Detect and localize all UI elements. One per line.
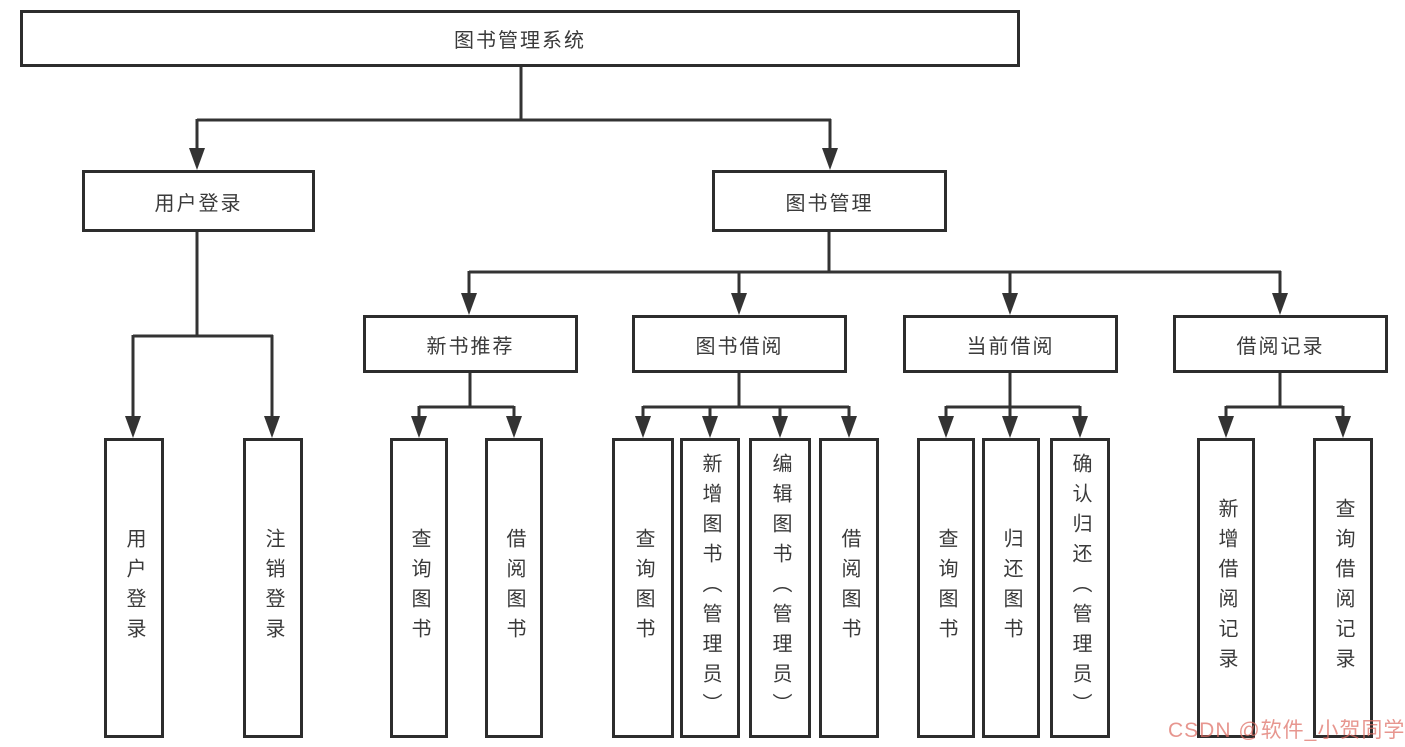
node-label: 新书推荐 xyxy=(426,335,515,358)
node-label: 查询图书 xyxy=(935,528,957,648)
node-leaf-return-books: 归还图书 xyxy=(982,438,1040,738)
node-leaf-query-books-borrow: 查询图书 xyxy=(612,438,674,738)
node-user-login: 用户登录 xyxy=(82,170,315,232)
node-label: 编辑图书（管理员） xyxy=(769,453,791,723)
csdn-watermark: CSDN @软件_小贺同学 xyxy=(1168,719,1405,742)
node-book-borrow: 图书借阅 xyxy=(632,315,847,373)
node-book-management: 图书管理 xyxy=(712,170,947,232)
node-label: 图书借阅 xyxy=(695,335,784,358)
node-current-borrow: 当前借阅 xyxy=(903,315,1118,373)
node-leaf-borrow-books: 借阅图书 xyxy=(819,438,879,738)
node-label: 查询借阅记录 xyxy=(1332,498,1354,678)
node-leaf-borrow-books-recommend: 借阅图书 xyxy=(485,438,543,738)
node-label: 图书管理 xyxy=(785,192,874,215)
node-label: 确认归还（管理员） xyxy=(1069,453,1091,723)
node-label: 查询图书 xyxy=(408,528,430,648)
node-label: 用户登录 xyxy=(154,192,243,215)
node-book-management-system: 图书管理系统 xyxy=(20,10,1020,67)
node-label: 新增借阅记录 xyxy=(1215,498,1237,678)
node-label: 图书管理系统 xyxy=(454,30,586,52)
node-label: 注销登录 xyxy=(262,528,284,648)
node-label: 新增图书（管理员） xyxy=(699,453,721,723)
node-new-book-recommend: 新书推荐 xyxy=(363,315,578,373)
node-leaf-add-books-admin: 新增图书（管理员） xyxy=(680,438,740,738)
node-leaf-logout: 注销登录 xyxy=(243,438,303,738)
node-leaf-query-books-current: 查询图书 xyxy=(917,438,975,738)
node-leaf-edit-books-admin: 编辑图书（管理员） xyxy=(749,438,811,738)
node-label: 借阅图书 xyxy=(838,528,860,648)
node-label: 查询图书 xyxy=(632,528,654,648)
node-leaf-add-borrow-record: 新增借阅记录 xyxy=(1197,438,1255,738)
node-leaf-query-borrow-record: 查询借阅记录 xyxy=(1313,438,1373,738)
node-label: 借阅图书 xyxy=(503,528,525,648)
node-leaf-query-books-recommend: 查询图书 xyxy=(390,438,448,738)
node-leaf-confirm-return-admin: 确认归还（管理员） xyxy=(1050,438,1110,738)
node-label: 当前借阅 xyxy=(966,335,1055,358)
node-borrow-records: 借阅记录 xyxy=(1173,315,1388,373)
node-label: 用户登录 xyxy=(123,528,145,648)
node-label: 借阅记录 xyxy=(1236,335,1325,358)
node-label: 归还图书 xyxy=(1000,528,1022,648)
node-leaf-user-login: 用户登录 xyxy=(104,438,164,738)
